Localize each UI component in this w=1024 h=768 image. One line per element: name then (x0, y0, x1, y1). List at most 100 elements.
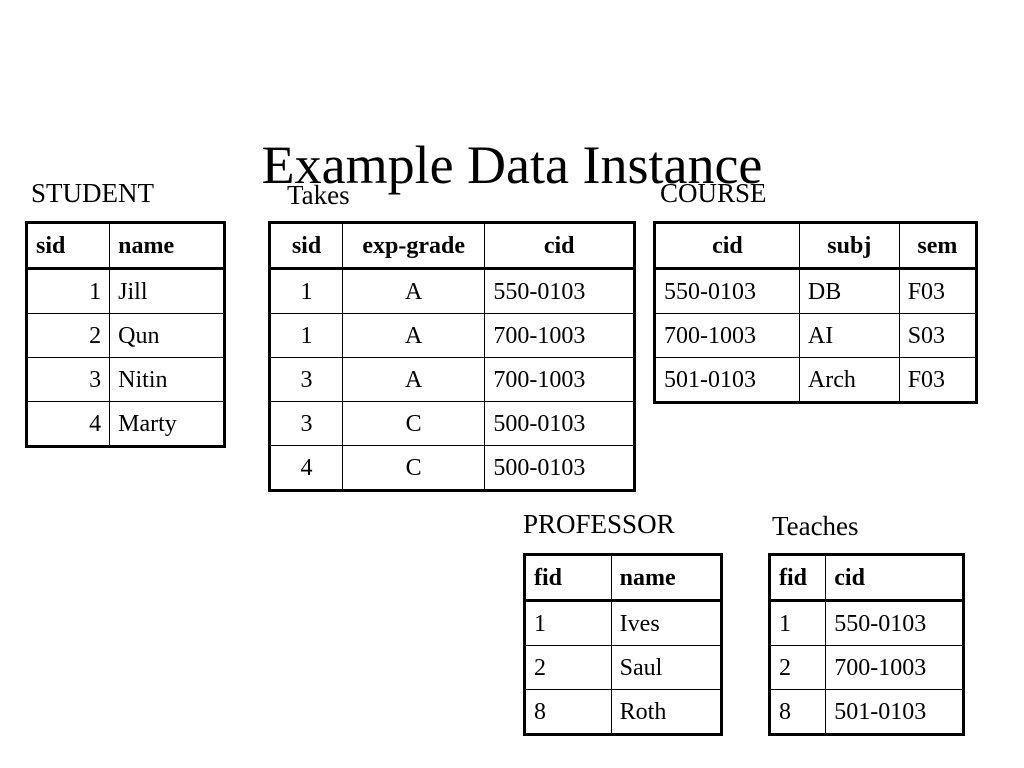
table-caption-professor: PROFESSOR (523, 509, 675, 539)
table-cell-exp-grade: C (341, 445, 486, 491)
table-cell-sid: 4 (269, 445, 343, 491)
table-cell-subj: Arch (798, 357, 900, 403)
column-header-fid: fid (769, 554, 827, 602)
table-cell-name: Qun (109, 313, 225, 358)
column-header-subj: subj (798, 222, 900, 270)
table-cell-name: Marty (109, 401, 225, 447)
table-cell-subj: AI (798, 313, 900, 358)
column-header-sid: sid (26, 222, 111, 270)
table-cell-cid: 700-1003 (484, 357, 635, 402)
table-cell-sid: 1 (269, 313, 343, 358)
table-cell-sid: 4 (26, 401, 111, 447)
table-cell-sem: F03 (898, 357, 977, 403)
table-cell-fid: 2 (769, 645, 827, 690)
table-cell-cid: 501-0103 (654, 357, 800, 403)
column-header-sid: sid (269, 222, 343, 270)
table-cell-fid: 2 (524, 645, 612, 690)
table-cell-sid: 1 (269, 268, 343, 314)
table-cell-sid: 3 (269, 357, 343, 402)
table-cell-fid: 1 (769, 600, 827, 646)
column-header-exp-grade: exp-grade (341, 222, 486, 270)
table-cell-sem: F03 (898, 268, 977, 314)
table-cell-cid: 500-0103 (484, 401, 635, 446)
table-cell-cid: 700-1003 (654, 313, 800, 358)
table-cell-fid: 1 (524, 600, 612, 646)
table-cell-sid: 2 (26, 313, 111, 358)
table-cell-cid: 550-0103 (654, 268, 800, 314)
table-cell-exp-grade: C (341, 401, 486, 446)
table-caption-takes: Takes (287, 180, 350, 210)
table-cell-sid: 3 (269, 401, 343, 446)
column-header-sem: sem (898, 222, 977, 270)
column-header-cid: cid (484, 222, 635, 270)
table-cell-name: Nitin (109, 357, 225, 402)
table-cell-sid: 3 (26, 357, 111, 402)
table-cell-cid: 550-0103 (484, 268, 635, 314)
page-title: Example Data Instance (261, 135, 763, 196)
table-cell-cid: 700-1003 (825, 645, 964, 690)
table-cell-sid: 1 (26, 268, 111, 314)
table-cell-subj: DB (798, 268, 900, 314)
column-header-fid: fid (524, 554, 612, 602)
table-cell-name: Roth (610, 689, 722, 735)
table-cell-exp-grade: A (341, 313, 486, 358)
column-header-name: name (610, 554, 722, 602)
table-cell-fid: 8 (769, 689, 827, 735)
table-cell-cid: 700-1003 (484, 313, 635, 358)
table-cell-name: Jill (109, 268, 225, 314)
table-cell-cid: 501-0103 (825, 689, 964, 735)
table-cell-exp-grade: A (341, 268, 486, 314)
column-header-cid: cid (825, 554, 964, 602)
table-caption-student: STUDENT (31, 178, 154, 208)
table-cell-name: Ives (610, 600, 722, 646)
table-cell-cid: 550-0103 (825, 600, 964, 646)
column-header-name: name (109, 222, 225, 270)
table-cell-cid: 500-0103 (484, 445, 635, 491)
table-caption-teaches: Teaches (772, 511, 859, 541)
table-cell-sem: S03 (898, 313, 977, 358)
table-cell-name: Saul (610, 645, 722, 690)
table-cell-exp-grade: A (341, 357, 486, 402)
table-caption-course: COURSE (660, 178, 767, 208)
table-cell-fid: 8 (524, 689, 612, 735)
column-header-cid: cid (654, 222, 800, 270)
